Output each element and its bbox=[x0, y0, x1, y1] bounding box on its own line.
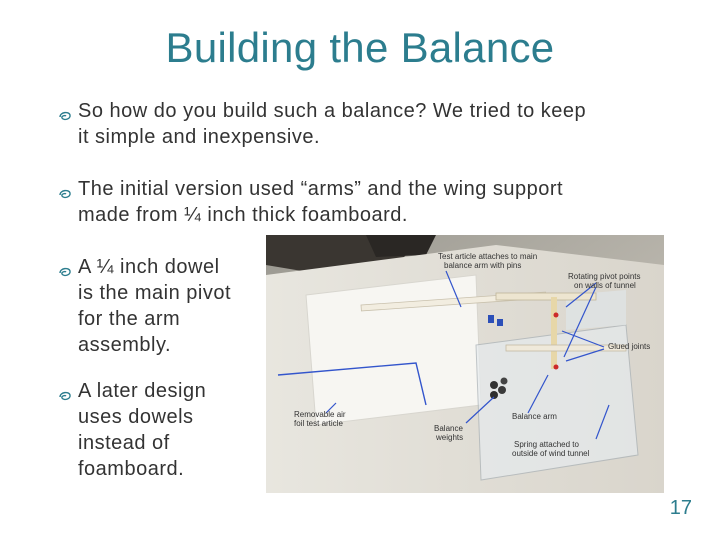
label-test-article-1: Test article attaches to main bbox=[438, 252, 537, 261]
label-spring-1: Spring attached to bbox=[514, 440, 579, 449]
label-pivot-2: on walls of tunnel bbox=[574, 281, 636, 290]
label-weights-1: Balance bbox=[434, 424, 463, 433]
bullet-1-line-1: So how do you build such a balance? We t… bbox=[78, 100, 587, 122]
balance-photo: Test article attaches to main balance ar… bbox=[266, 235, 664, 493]
bullet-1: So how do you build such a balance? We t… bbox=[59, 98, 678, 150]
bullet-4-line-1: A later design bbox=[78, 380, 207, 402]
label-pivot-1: Rotating pivot points bbox=[568, 272, 641, 281]
swirl-bullet-icon bbox=[58, 260, 72, 286]
bullet-1-line-2: it simple and inexpensive. bbox=[78, 126, 321, 148]
bullet-4-line-2: uses dowels bbox=[78, 406, 194, 428]
page-number: 17 bbox=[669, 497, 692, 519]
balance-photo-illustration: Test article attaches to main balance ar… bbox=[266, 235, 664, 493]
bullet-4-line-3: instead of bbox=[78, 432, 170, 454]
label-weights-2: weights bbox=[435, 433, 463, 442]
bullet-2-line-2: made from ¼ inch thick foamboard. bbox=[78, 204, 408, 226]
bullet-3: A ¼ inch dowel is the main pivot for the… bbox=[59, 254, 268, 358]
bullet-3-line-1: A ¼ inch dowel bbox=[78, 256, 220, 278]
label-removable-1: Removable air bbox=[294, 410, 346, 419]
bullet-2: The initial version used “arms” and the … bbox=[59, 176, 678, 228]
bullet-2-line-1: The initial version used “arms” and the … bbox=[78, 178, 564, 200]
slide-title: Building the Balance bbox=[165, 24, 555, 71]
label-spring-2: outside of wind tunnel bbox=[512, 449, 590, 458]
label-balance-arm: Balance arm bbox=[512, 412, 557, 421]
bullet-3-line-3: for the arm bbox=[78, 308, 181, 330]
bullet-3-line-2: is the main pivot bbox=[78, 282, 232, 304]
swirl-bullet-icon bbox=[58, 384, 72, 410]
swirl-bullet-icon bbox=[58, 182, 72, 208]
bullet-4-line-4: foamboard. bbox=[78, 458, 185, 480]
bullet-3-line-4: assembly. bbox=[78, 334, 172, 356]
swirl-bullet-icon bbox=[58, 104, 72, 130]
label-test-article-2: balance arm with pins bbox=[444, 261, 521, 270]
bullet-4: A later design uses dowels instead of fo… bbox=[59, 378, 268, 482]
label-glued-joints: Glued joints bbox=[608, 342, 650, 351]
label-removable-2: foil test article bbox=[294, 419, 343, 428]
